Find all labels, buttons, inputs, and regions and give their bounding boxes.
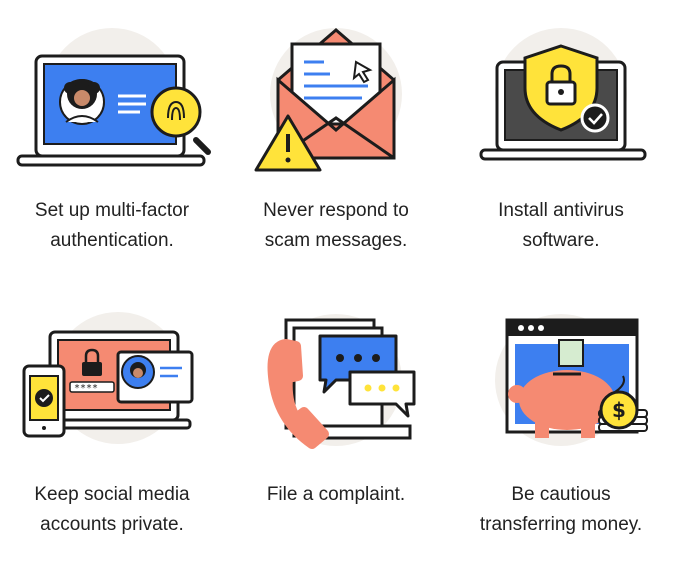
tip-caption-line1: Be cautious bbox=[511, 484, 611, 505]
tip-caption-line1: Never respond to bbox=[263, 200, 409, 221]
tip-caption-line1: Set up multi-factor bbox=[34, 200, 190, 221]
tip-caption-line1: Install antivirus bbox=[498, 200, 624, 221]
tip-caption-line1: Keep social media bbox=[34, 484, 190, 505]
tip-antivirus: Install antivirus software. bbox=[449, 22, 673, 256]
passcode-field: **** bbox=[74, 383, 98, 394]
tip-private-accounts: **** Keep social media accounts private. bbox=[0, 306, 224, 540]
laptop-shield-icon bbox=[479, 28, 647, 161]
tip-transferring-money: $ Be cautious transferring money. bbox=[449, 306, 673, 540]
tip-caption-line2: scam messages. bbox=[264, 230, 408, 251]
tip-caption-line2: software. bbox=[522, 230, 600, 251]
tip-file-complaint: File a complaint. bbox=[224, 306, 448, 510]
tip-caption-line2: authentication. bbox=[50, 230, 174, 251]
envelope-warning-icon bbox=[254, 28, 402, 172]
tip-multi-factor: Set up multi-factor authentication. bbox=[0, 22, 224, 256]
tip-caption-line1: File a complaint. bbox=[266, 484, 406, 505]
tip-caption-line2: transferring money. bbox=[479, 514, 643, 535]
devices-lock-icon: **** bbox=[22, 312, 194, 444]
piggy-bank-icon: $ bbox=[495, 314, 648, 446]
phone-chat-icon bbox=[267, 314, 416, 449]
dollar-sign-icon: $ bbox=[612, 398, 626, 422]
tip-caption-line2: accounts private. bbox=[40, 514, 184, 535]
laptop-fingerprint-icon bbox=[16, 28, 211, 167]
tip-scam-messages: Never respond to scam messages. bbox=[224, 22, 448, 256]
